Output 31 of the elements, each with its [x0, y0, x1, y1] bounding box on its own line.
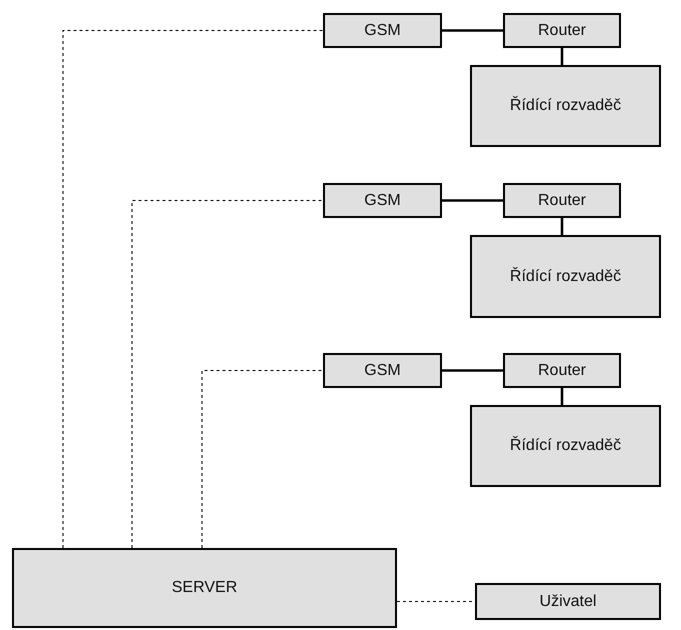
connector-line: [560, 48, 564, 65]
gsm-box: [323, 13, 442, 48]
gsm-box: [323, 353, 442, 388]
node-label: Router: [538, 362, 586, 380]
control-cabinet-box: [470, 65, 661, 147]
node-label: Řídící rozvaděč: [510, 437, 622, 455]
router-box: [503, 353, 621, 388]
user-box: [475, 583, 661, 620]
gsm-box: [323, 183, 442, 218]
connector-line: [442, 199, 503, 202]
node-label: GSM: [364, 22, 401, 40]
router-box: [503, 183, 621, 218]
router-box: [503, 13, 621, 48]
node-label: Router: [538, 192, 586, 210]
node-label: GSM: [364, 192, 401, 210]
node-label: Router: [538, 22, 586, 40]
connector-line: [202, 370, 324, 548]
connector-line: [560, 218, 564, 235]
control-cabinet-box: [470, 235, 661, 318]
node-label: GSM: [364, 362, 401, 380]
connector-line: [132, 200, 324, 548]
control-cabinet-box: [470, 405, 661, 487]
connector-line: [442, 29, 503, 32]
server-box: [12, 548, 397, 628]
connector-line: [560, 388, 564, 405]
node-label: SERVER: [172, 579, 238, 597]
node-label: Uživatel: [540, 592, 596, 610]
connector-line: [442, 369, 503, 372]
node-label: Řídící rozvaděč: [510, 97, 622, 115]
node-label: Řídící rozvaděč: [510, 268, 622, 286]
connector-line: [62, 30, 324, 548]
